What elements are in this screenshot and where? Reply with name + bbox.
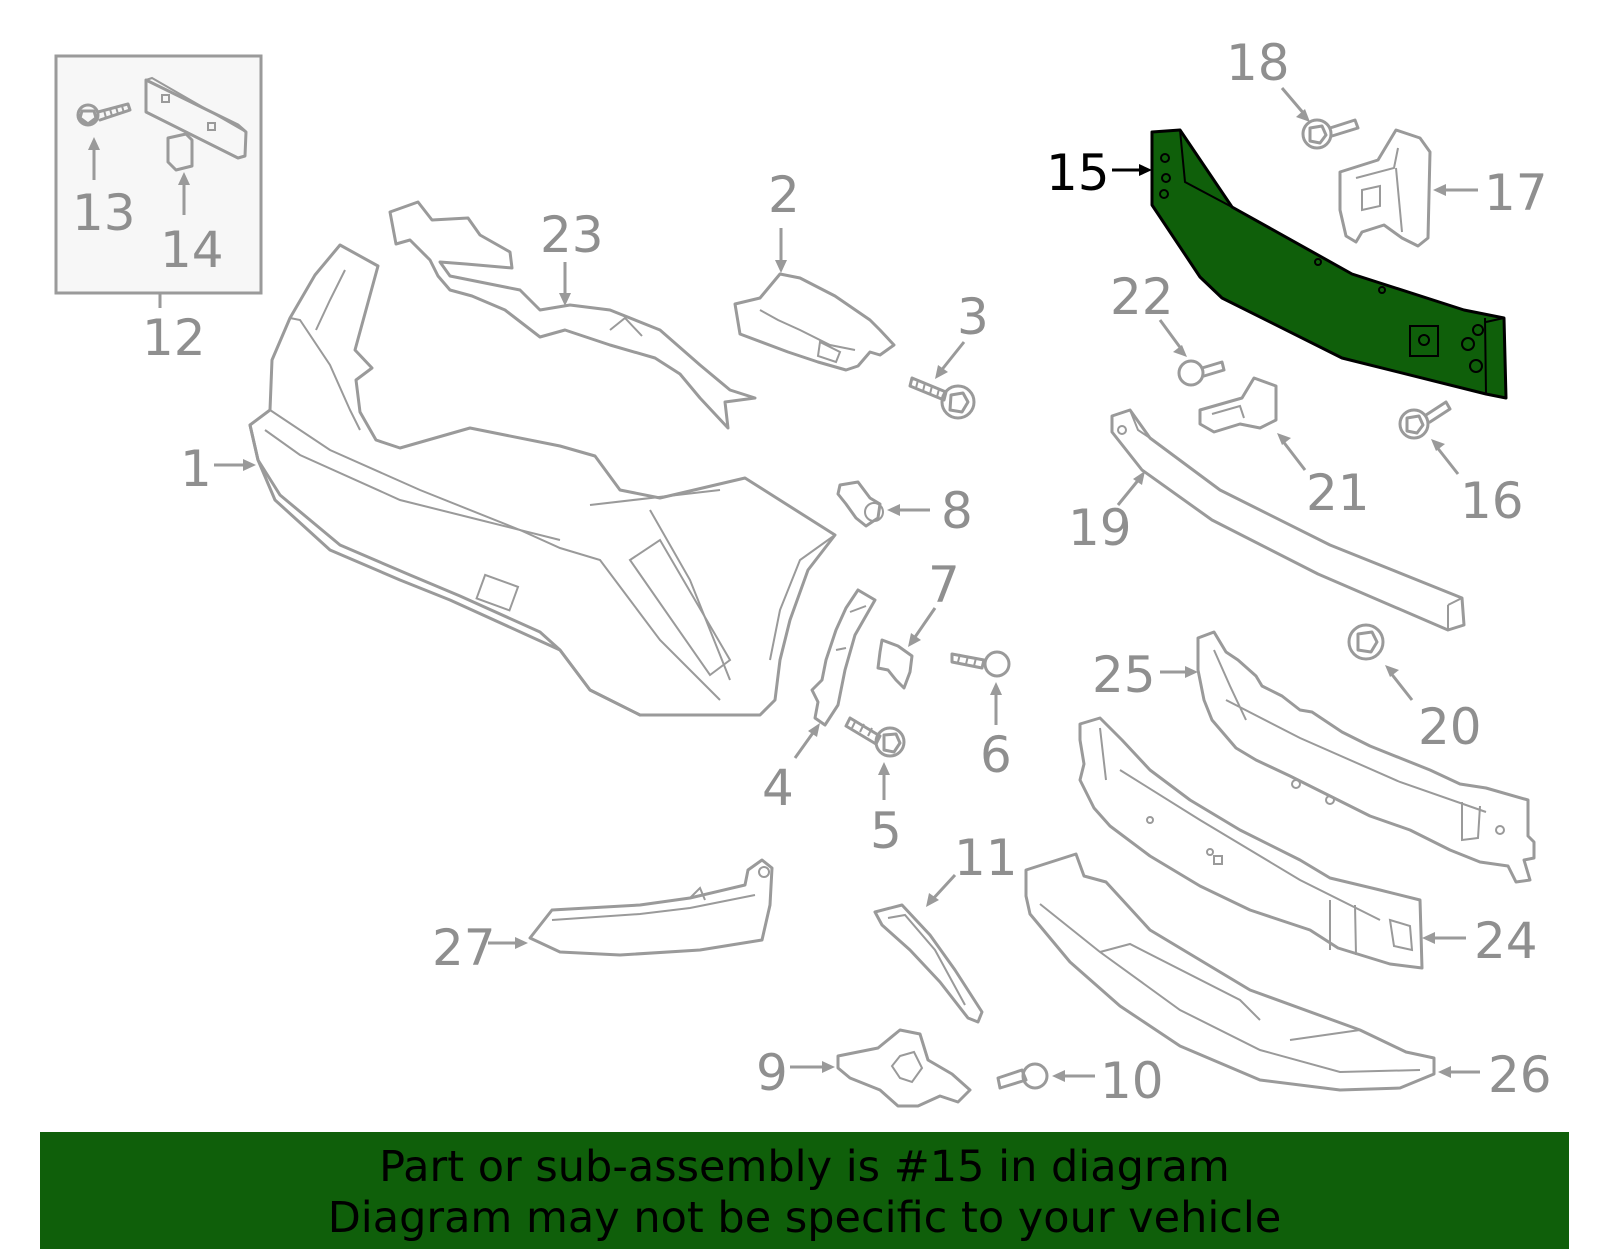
part-8-clip xyxy=(836,480,884,528)
banner-line-1: Part or sub-assembly is #15 in diagram xyxy=(379,1142,1230,1192)
callout-26: 26 xyxy=(1488,1046,1552,1104)
part-15-reinforcement-highlighted xyxy=(1150,128,1508,400)
leader-20 xyxy=(1388,671,1414,701)
callout-24: 24 xyxy=(1474,912,1538,970)
leader-21 xyxy=(1280,439,1307,471)
part-12-kit xyxy=(54,54,263,295)
leader-4 xyxy=(793,729,817,759)
callout-22: 22 xyxy=(1110,268,1174,326)
callout-11: 11 xyxy=(954,829,1018,887)
part-27-lamp-trim xyxy=(528,858,774,957)
part-19-reinforcement-bar xyxy=(1110,408,1466,632)
part-10-bolt xyxy=(996,1062,1049,1090)
part-16-bolt xyxy=(1398,400,1452,440)
leader-3 xyxy=(938,341,966,373)
callout-14: 14 xyxy=(160,221,224,279)
part-3-bolt xyxy=(908,376,976,420)
part-26-lower-panel xyxy=(1024,852,1436,1092)
callout-13: 13 xyxy=(72,184,136,242)
part-7-clip xyxy=(876,638,914,690)
callout-8: 8 xyxy=(941,482,973,540)
banner-line-2: Diagram may not be specific to your vehi… xyxy=(327,1193,1282,1243)
callout-16: 16 xyxy=(1460,472,1524,530)
part-24-absorber xyxy=(1078,716,1424,970)
callout-20: 20 xyxy=(1418,698,1482,756)
leader-7 xyxy=(911,607,937,641)
callout-15: 15 xyxy=(1046,144,1110,202)
callout-5: 5 xyxy=(870,802,902,860)
info-banner: Part or sub-assembly is #15 in diagram D… xyxy=(40,1132,1569,1249)
callout-1: 1 xyxy=(180,440,212,498)
callout-9: 9 xyxy=(756,1044,788,1102)
callout-25: 25 xyxy=(1092,646,1156,704)
callout-17: 17 xyxy=(1484,164,1548,222)
leader-11 xyxy=(930,873,957,902)
leader-16 xyxy=(1434,445,1460,475)
part-6-screw xyxy=(950,650,1011,678)
callout-3: 3 xyxy=(957,288,989,346)
part-9-bracket xyxy=(836,1028,972,1108)
callout-7: 7 xyxy=(928,556,960,614)
part-4-side-bracket xyxy=(810,588,877,727)
callout-12: 12 xyxy=(142,309,206,367)
part-25-absorber xyxy=(1196,630,1536,884)
part-11-trim xyxy=(873,903,984,1024)
callout-10: 10 xyxy=(1100,1052,1164,1110)
callout-2: 2 xyxy=(768,166,800,224)
callout-23: 23 xyxy=(540,206,604,264)
leader-18 xyxy=(1280,87,1307,116)
part-2-retainer xyxy=(733,272,896,372)
callout-18: 18 xyxy=(1226,34,1290,92)
part-1-bumper-cover xyxy=(248,243,837,717)
part-21-bracket xyxy=(1198,376,1278,434)
part-5-bolt xyxy=(844,716,906,758)
part-18-bolt xyxy=(1301,118,1360,150)
part-22-bolt xyxy=(1177,359,1226,387)
callout-6: 6 xyxy=(980,726,1012,784)
part-20-nut xyxy=(1347,623,1385,661)
leader-19 xyxy=(1116,477,1142,506)
callout-4: 4 xyxy=(762,759,794,817)
callout-19: 19 xyxy=(1068,499,1132,557)
callout-27: 27 xyxy=(432,919,496,977)
callout-21: 21 xyxy=(1306,464,1370,522)
part-15-body xyxy=(1150,128,1508,400)
part-23-upper-bracket xyxy=(388,200,757,430)
part-17-bracket xyxy=(1338,128,1432,248)
leader-22 xyxy=(1158,319,1184,351)
